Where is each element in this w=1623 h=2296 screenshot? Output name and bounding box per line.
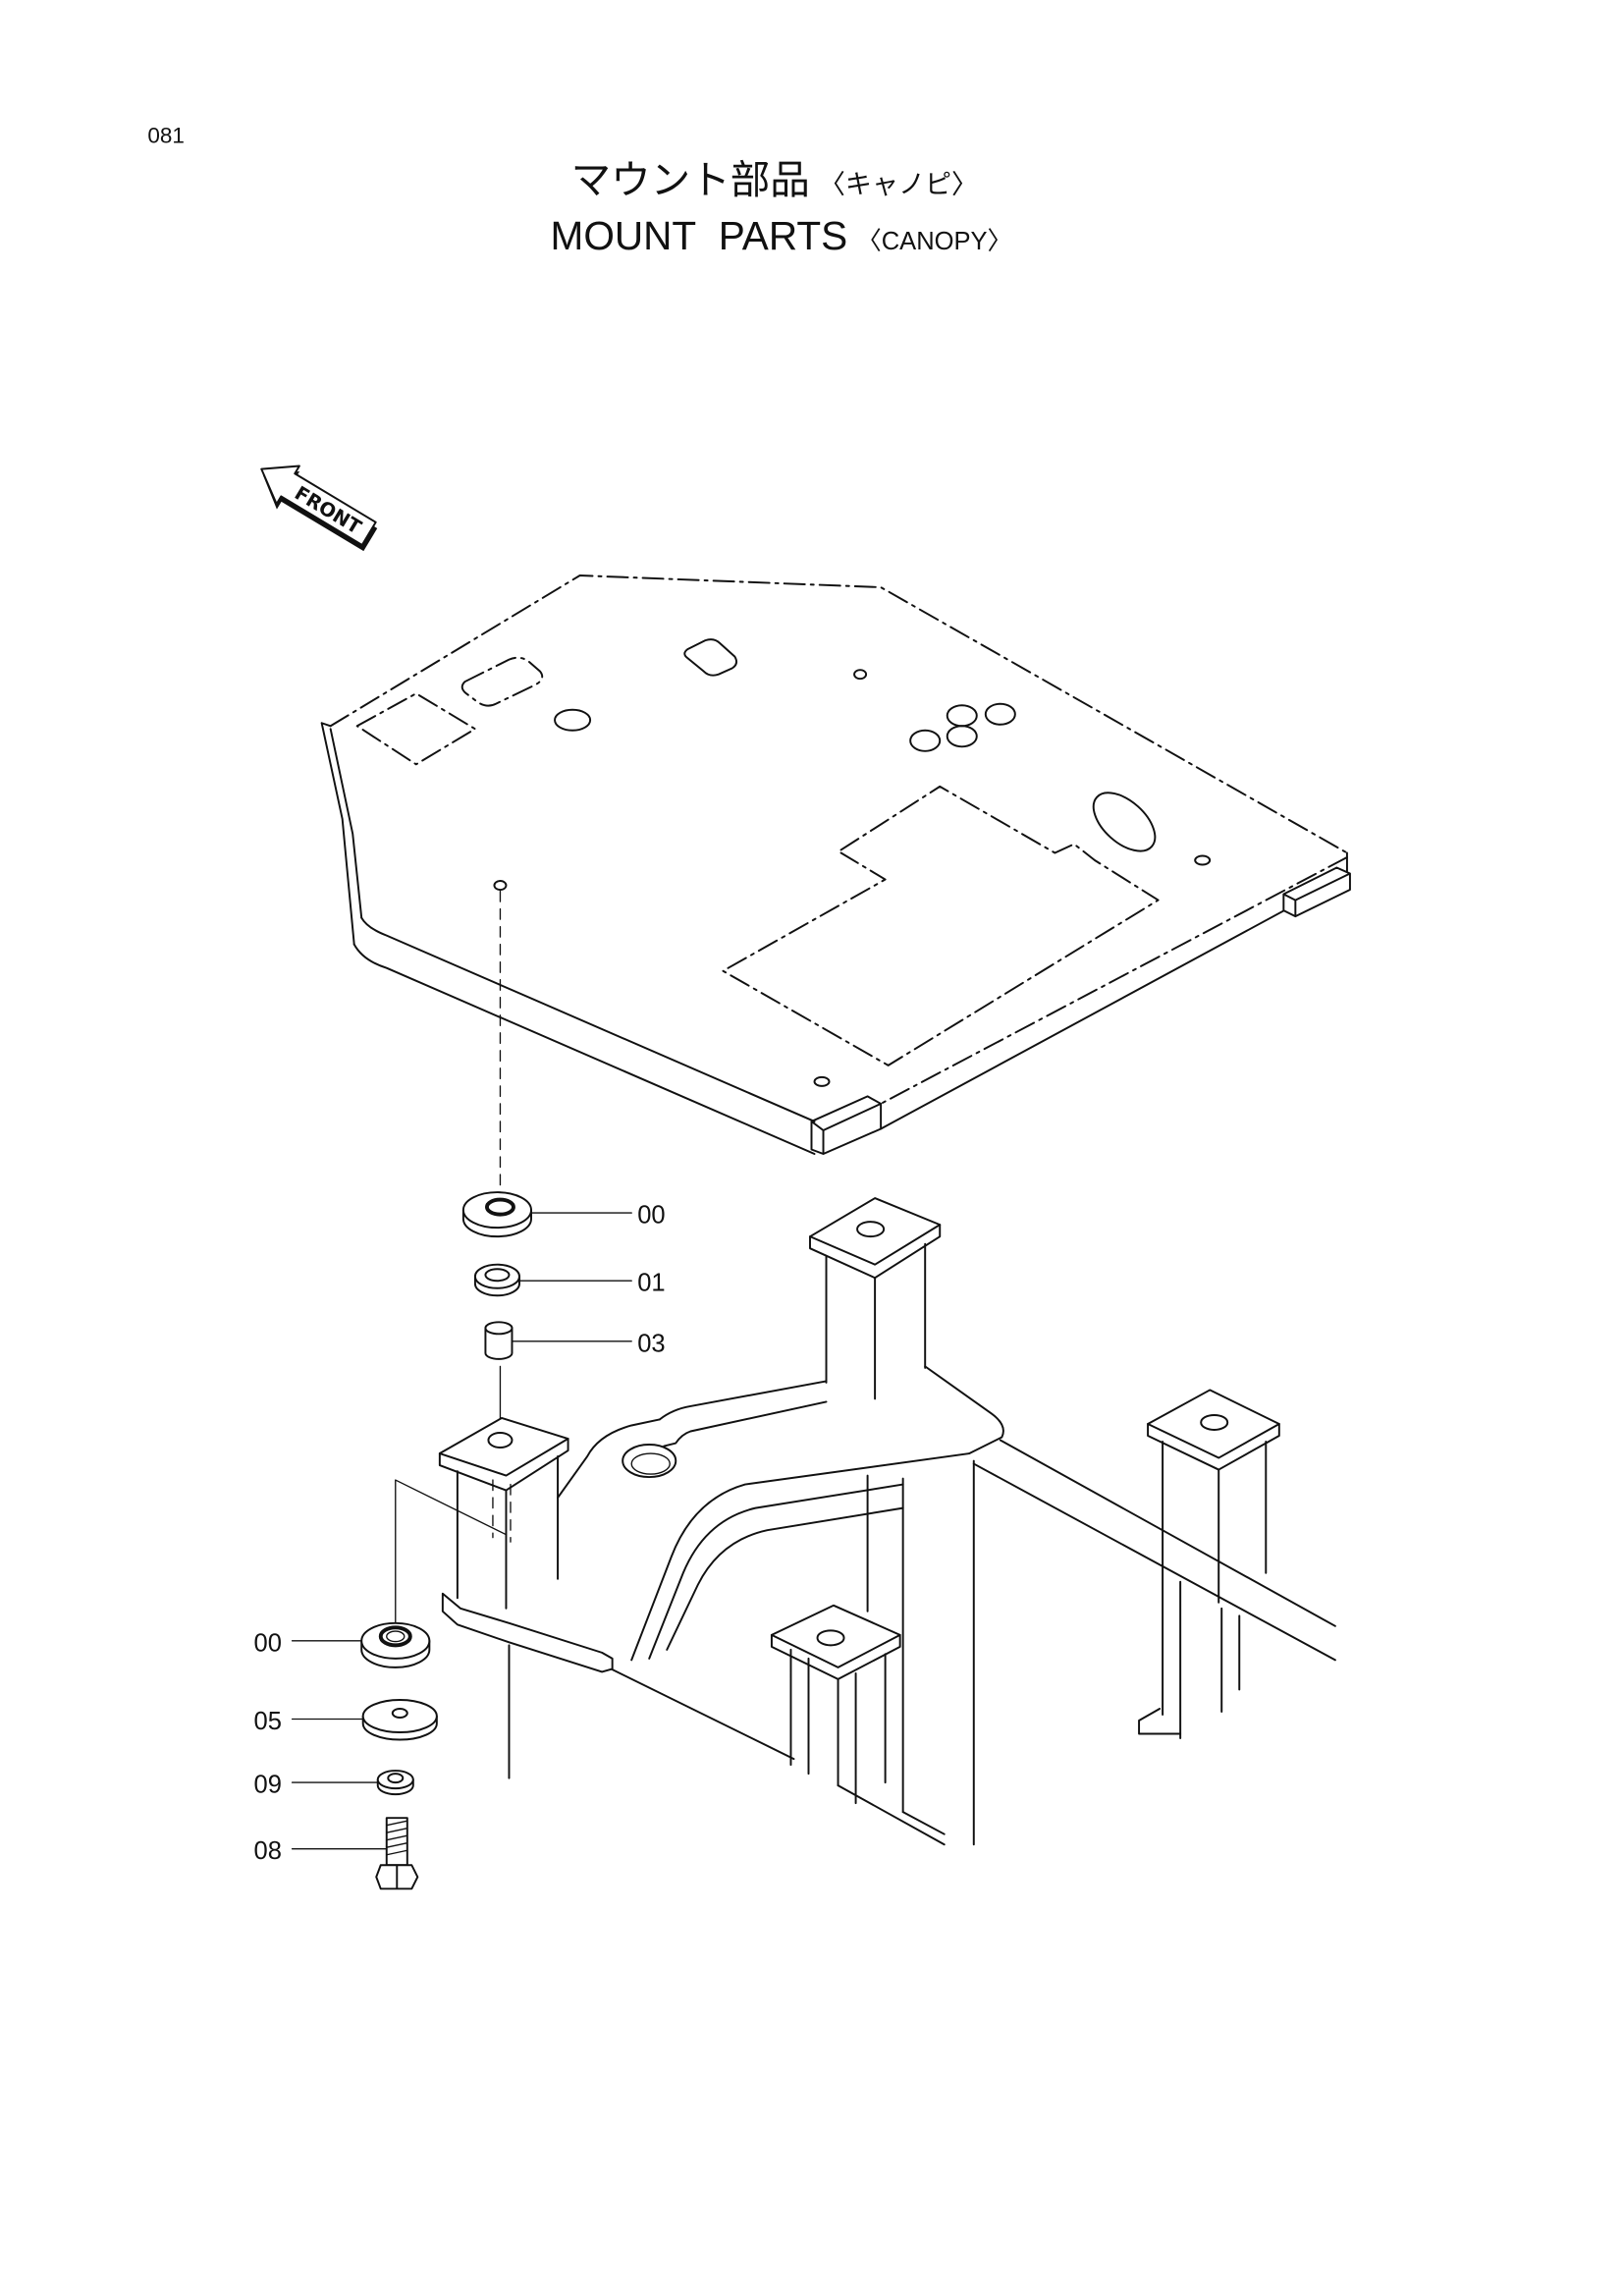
mount-pad-front-columns: [789, 1648, 887, 1805]
plate-lower-right-edge: [880, 875, 1348, 1130]
mount-pad-front-hole: [816, 1629, 845, 1647]
callout-lower-3: 09: [254, 1770, 414, 1799]
callout-lower-1: 00: [254, 1621, 431, 1668]
canopy-floor-plate: [320, 574, 1351, 1155]
mount-pad-rear-columns: [825, 1242, 927, 1400]
mount-pad-right-columns: [1162, 1441, 1268, 1740]
plate-hole: [946, 725, 978, 748]
rubber-mount-bore: [484, 1197, 515, 1217]
frame-corner-bend: [924, 1365, 1004, 1455]
plate-washer-top: [361, 1698, 438, 1733]
frame-base-plate: [441, 1592, 614, 1673]
plate-recessed-panel: [722, 785, 1160, 1066]
plate-top-edge: [329, 574, 1348, 854]
page-title-english: MOUNT PARTS 〈CANOPY〉: [551, 213, 1013, 258]
page-title-japanese-main: マウント部品: [571, 156, 810, 203]
frame-lug-hole-inner: [630, 1452, 671, 1475]
plate-opening-square: [355, 692, 476, 766]
rubber-mount-top: [461, 1191, 532, 1230]
plate-hole: [1194, 854, 1212, 866]
plate-side-tab: [1282, 866, 1351, 918]
callout-label: 03: [637, 1330, 665, 1357]
page-title-english-suffix: 〈CANOPY〉: [856, 228, 1012, 255]
lower-mount-axis-line: [395, 1479, 508, 1624]
lock-washer-hole: [387, 1773, 405, 1784]
bolt-hex-head: [375, 1864, 419, 1890]
page-number: 081: [147, 124, 185, 148]
page-title-japanese: マウント部品〈キャノピ〉: [571, 156, 978, 203]
frame-lug: [557, 1418, 661, 1500]
plate-front-top-edge: [360, 916, 816, 1122]
callout-label: 00: [637, 1202, 665, 1230]
plate-hole: [984, 702, 1016, 726]
plate-mount-hole: [493, 880, 508, 892]
plate-front-bottom-edge: [352, 943, 816, 1155]
callout-label: 05: [254, 1708, 282, 1735]
plate-left-outer-edge: [320, 722, 355, 946]
plate-left-bevel-edge: [329, 728, 363, 919]
callout-label: 00: [254, 1629, 282, 1657]
mount-pad-right-sides: [1147, 1423, 1280, 1471]
frame-lug-hole: [622, 1444, 677, 1479]
plate-hole: [813, 1075, 831, 1087]
plate-washer-hole: [391, 1708, 408, 1719]
callout-upper-1: 00: [461, 1191, 666, 1238]
callout-label: 01: [637, 1270, 665, 1297]
plate-hole: [909, 729, 942, 752]
frame-vertical-members: [866, 1459, 975, 1846]
mount-pad-left-column: [456, 1455, 560, 1610]
plate-opening-slot: [460, 656, 544, 707]
callout-label: 09: [254, 1772, 282, 1799]
plate-oval-slot: [1092, 792, 1157, 852]
frame-inner-channel: [630, 1452, 971, 1662]
frame-foot: [1138, 1708, 1182, 1735]
plate-opening-small-slot: [683, 638, 738, 677]
callout-upper-3: 03: [484, 1321, 666, 1360]
spacer-body: [484, 1327, 514, 1360]
mount-pad-rear-hole: [856, 1221, 886, 1238]
page-title-japanese-suffix: 〈キャノピ〉: [819, 170, 978, 200]
plate-hole: [554, 708, 592, 732]
front-arrow-shape: [260, 465, 377, 546]
lock-washer-top: [376, 1770, 414, 1790]
mount-pad-left-hole: [487, 1432, 514, 1449]
collar-top: [473, 1263, 520, 1289]
plate-front-tab: [810, 1095, 883, 1155]
callout-label: 08: [254, 1837, 282, 1865]
plate-hole: [853, 669, 868, 681]
callout-upper-2: 01: [473, 1263, 666, 1297]
mount-pad-left-hidden-bore: [492, 1479, 512, 1543]
frame-upper-beam: [658, 1380, 828, 1448]
spacer-top: [484, 1321, 514, 1336]
mount-pad-rear-sides: [809, 1224, 942, 1280]
cab-mount-frame: [438, 1197, 1336, 1846]
mount-pad-right-hole: [1200, 1413, 1229, 1431]
callout-lower-4: 08: [254, 1817, 419, 1890]
collar-bore: [484, 1268, 511, 1283]
rubber-mount-bore-inner: [386, 1630, 406, 1643]
frame-long-beam: [972, 1439, 1336, 1662]
rubber-mount-bore: [378, 1625, 412, 1648]
page-title-english-main: MOUNT PARTS: [551, 213, 848, 258]
callout-lower-2: 05: [254, 1698, 438, 1741]
plate-right-front-edge: [880, 856, 1348, 1105]
bolt-thread: [386, 1820, 408, 1856]
mount-pad-front-sides: [770, 1633, 901, 1680]
mount-pad-left-sides: [438, 1438, 569, 1492]
